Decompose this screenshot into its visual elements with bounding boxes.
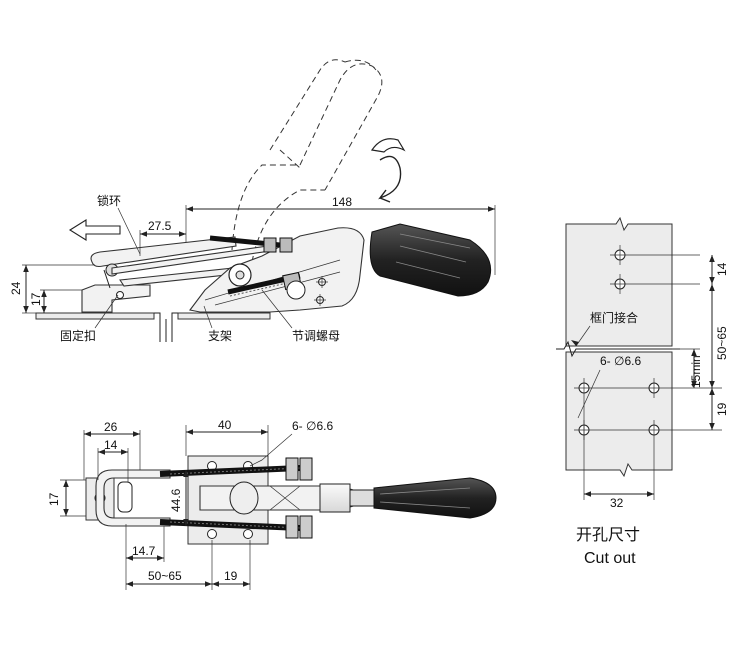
lever-open-position-outline xyxy=(231,59,383,263)
dim-holes-cutout: 6- ∅6.6 xyxy=(600,354,641,368)
label-bracket: 支架 xyxy=(208,329,232,343)
dim-148: 148 xyxy=(332,195,352,209)
right-base-plate xyxy=(177,312,271,320)
dim-14-cutout: 14 xyxy=(715,262,729,276)
label-fixed-buckle: 固定扣 xyxy=(60,328,96,343)
left-base-plate xyxy=(35,312,155,320)
black-handle-top xyxy=(373,477,497,519)
dim-44-6: 44.6 xyxy=(169,488,183,512)
dim-holes-top: 6- ∅6.6 xyxy=(292,419,333,433)
label-frame-joint: 框门接合 xyxy=(590,310,638,325)
adjust-screw-spring xyxy=(227,271,306,300)
dim-17-top: 17 xyxy=(47,492,61,506)
dim-26: 26 xyxy=(104,420,118,434)
label-adjust-nut: 节调螺母 xyxy=(292,329,340,343)
dim-14-top: 14 xyxy=(104,438,118,452)
dim-50-65-top: 50~65 xyxy=(148,569,182,583)
dim-14-7: 14.7 xyxy=(132,544,156,558)
caption-en: Cut out xyxy=(584,550,636,567)
dim-17: 17 xyxy=(29,292,43,306)
dim-19-top: 19 xyxy=(224,569,238,583)
label-lock-ring: 锁环 xyxy=(97,193,121,208)
black-handle xyxy=(369,223,492,297)
top-view: 26 14 40 6- ∅6.6 17 44.6 14.7 50~65 19 xyxy=(47,418,497,590)
side-view: 148 27.5 24 17 锁环 固定扣 支架 节调螺母 xyxy=(9,59,496,343)
dim-19-cutout: 19 xyxy=(715,402,729,416)
dim-32: 32 xyxy=(610,496,624,510)
dim-40: 40 xyxy=(218,418,232,432)
fixed-buckle-part xyxy=(81,284,151,313)
caption-cn: 开孔尺寸 xyxy=(576,525,640,544)
upper-adjust-screw xyxy=(209,235,293,253)
dim-15min: 15min xyxy=(689,355,703,388)
door-plate-lower xyxy=(565,351,673,478)
dim-50-65-cutout: 50~65 xyxy=(715,326,729,360)
dim-24: 24 xyxy=(9,281,23,295)
rotation-arrow-icon xyxy=(378,155,402,203)
pull-direction-arrow-icon xyxy=(68,219,121,241)
cutout-view: 14 50~65 15min 19 框门接合 6- ∅6.6 32 开孔尺寸 C… xyxy=(556,216,729,567)
dim-27-5: 27.5 xyxy=(148,219,172,233)
